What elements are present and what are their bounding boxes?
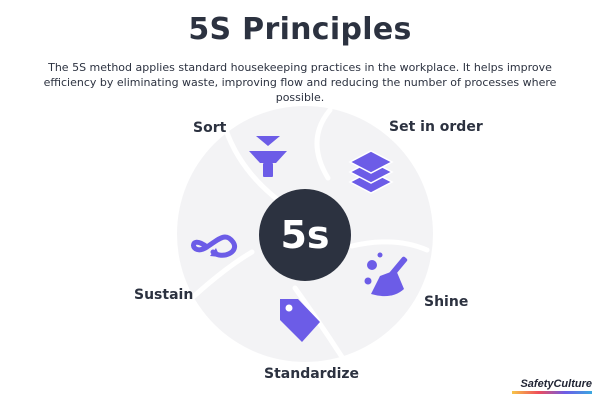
step-label-standardize: Standardize	[264, 366, 360, 382]
page-subtitle: The 5S method applies standard housekeep…	[43, 61, 557, 104]
broom-icon	[364, 252, 408, 297]
segment-divider	[314, 107, 333, 181]
segment-divider	[189, 249, 255, 301]
step-label-shine: Shine	[424, 294, 469, 310]
step-label-set-in-order: Set in order	[389, 119, 483, 135]
center-disc	[259, 189, 351, 281]
infinity-cycle-icon	[191, 234, 237, 258]
step-label-sustain: Sustain	[134, 287, 194, 303]
segment-dividers	[189, 107, 430, 360]
page-title: 5S Principles	[188, 12, 412, 47]
stack-layers-icon	[348, 150, 394, 194]
brand-underline	[512, 391, 592, 394]
step-label-sort: Sort	[193, 120, 227, 136]
brand-logo: SafetyCulture	[520, 378, 592, 390]
center-label: 5s	[280, 213, 330, 257]
funnel-icon	[249, 136, 287, 177]
tag-icon	[280, 299, 320, 342]
segment-divider	[349, 239, 430, 253]
segment-divider	[223, 127, 281, 203]
